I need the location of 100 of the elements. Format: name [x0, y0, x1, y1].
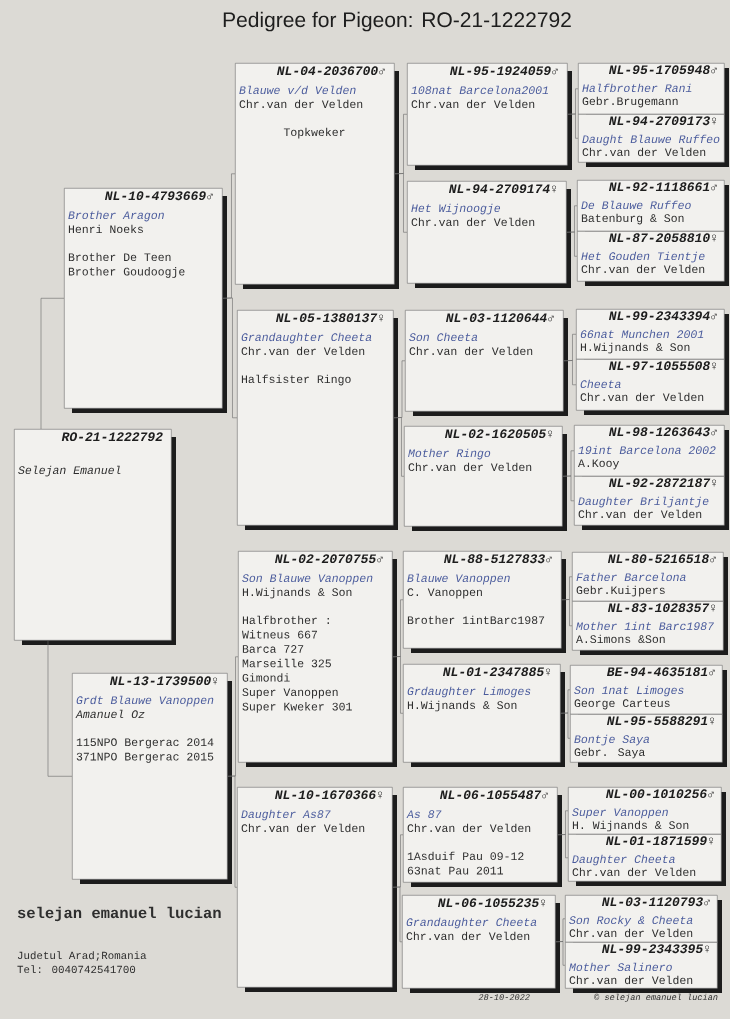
ring-number: NL-94-2709174♀	[448, 184, 556, 194]
ring-number: NL-95-5588291♀	[606, 716, 714, 726]
breeder-name: H.Wijnands & Son	[242, 587, 352, 599]
ring-number: NL-02-2070755♂	[274, 554, 383, 564]
ring-number: RO-21-1222792	[61, 432, 163, 442]
ring-number: NL-95-1705948♂	[608, 65, 717, 75]
note-text: Brother De Teen	[68, 252, 171, 262]
pigeon-name: 19int Barcelona 2002	[578, 445, 716, 455]
breeder-name: Gebr.Brugemann	[582, 96, 678, 108]
pigeon-name: Daught Blauwe Ruffeo	[582, 134, 720, 146]
pedigree-card	[568, 834, 726, 886]
ring-number: NL-94-2709173♀	[608, 116, 716, 126]
pedigree-card	[407, 63, 572, 170]
pedigree-card	[574, 476, 729, 530]
note-text: Topkweker	[283, 127, 345, 139]
connector-line	[227, 775, 238, 888]
ring-number: NL-92-2872187♀	[608, 478, 716, 488]
breeder-name: Chr.van der Velden	[241, 823, 365, 833]
ring-number: NL-99-2343395♀	[601, 944, 709, 954]
breeder-name: H. Wijnands & Son	[572, 820, 689, 832]
connector-line	[555, 941, 566, 966]
ring-number: NL-98-1263643♂	[608, 427, 717, 437]
note-text: 115NPO Bergerac 2014	[76, 738, 214, 749]
pedigree-card	[238, 551, 397, 767]
pigeon-name: 66nat Munchen 2001	[580, 329, 704, 339]
breeder-name: Amanuel Oz	[75, 709, 145, 719]
connector-line	[392, 886, 403, 943]
pedigree-card	[404, 426, 567, 531]
pigeon-name: Brother Aragon	[68, 210, 164, 222]
connector-line	[40, 298, 65, 430]
connector-line	[561, 599, 573, 627]
pedigree-card	[14, 429, 176, 645]
ring-number: NL-04-2036700♂	[276, 66, 385, 76]
ring-number: NL-10-4793669♂	[104, 191, 213, 201]
breeder-name: Chr.van der Velden	[582, 147, 706, 157]
pigeon-name: Son Blauwe Vanoppen	[242, 573, 373, 585]
breeder-name: Chr.van der Velden	[411, 99, 535, 109]
breeder-name: Chr.van der Velden	[408, 462, 532, 472]
pedigree-card	[64, 188, 227, 413]
pedigree-card	[403, 787, 562, 887]
ring-number: NL-87-2058810♀	[608, 233, 716, 243]
pedigree-card	[235, 63, 399, 289]
pedigree-card	[578, 114, 729, 167]
pigeon-name: Blauwe Vanoppen	[407, 573, 510, 585]
pedigree-card	[405, 310, 568, 416]
pigeon-name: De Blauwe Ruffeo	[581, 200, 691, 210]
pigeon-name: Mother Salinero	[569, 962, 672, 972]
pigeon-name: Daughter As87	[241, 809, 331, 821]
ring-number: NL-83-1028357♀	[607, 603, 715, 613]
breeder-name: Chr.van der Velden	[409, 346, 533, 356]
pigeon-name: Mother Ringo	[408, 448, 491, 460]
breeder-name: Gebr.Kuijpers	[576, 585, 665, 597]
note-text: Witneus 667	[242, 630, 317, 639]
pedigree-card	[402, 895, 560, 993]
pigeon-name: Daughter Briljantje	[578, 496, 709, 508]
pedigree-card	[407, 181, 571, 288]
note-text: Marseille 325	[242, 658, 331, 668]
pedigree-card	[237, 310, 398, 530]
ring-number: NL-10-1670366♀	[274, 790, 382, 800]
pigeon-name: Het Wijnoogje	[411, 203, 501, 215]
pigeon-name: Grdt Blauwe Vanoppen	[76, 695, 214, 707]
breeder-name: A.Kooy	[578, 459, 619, 470]
pigeon-name: Grandaughter Cheeta	[406, 917, 537, 929]
note-text: Brother Goudoogje	[68, 267, 185, 278]
pigeon-name: Bontje Saya	[574, 734, 650, 746]
pigeon-name: Grandaughter Cheeta	[241, 332, 372, 344]
note-text: Halfsister Ringo	[241, 374, 351, 386]
ring-number: NL-02-1620505♀	[444, 429, 552, 439]
ring-number: NL-03-1120644♂	[445, 313, 554, 323]
breeder-name: Chr.van der Velden	[239, 99, 363, 109]
pigeon-name: 108nat Barcelona2001	[411, 85, 548, 95]
ring-number: NL-92-1118661♂	[608, 182, 717, 192]
breeder-name: Chr.van der Velden	[241, 346, 365, 356]
breeder-name: Chr.van der Velden	[569, 975, 693, 985]
ring-number: NL-88-5127833♂	[443, 554, 552, 564]
breeder-name: Chr.van der Velden	[580, 392, 704, 402]
breeder-name: Chr.van der Velden	[411, 217, 535, 227]
breeder-name: H.Wijnands & Son	[580, 342, 690, 354]
pigeon-name: Super Vanoppen	[572, 808, 668, 819]
note-text: Barca 727	[242, 645, 304, 653]
connector-line	[394, 173, 408, 233]
pigeon-name: Halfbrother Rani	[582, 83, 692, 93]
ring-number: NL-01-2347885♀	[442, 667, 550, 677]
note-text: Brother 1intBarc1987	[407, 615, 545, 625]
breeder-name: Batenburg & Son	[581, 213, 684, 225]
connector-line	[393, 417, 405, 477]
ring-number: NL-00-1010256♂	[605, 789, 714, 799]
pigeon-name: Father Barcelona	[576, 572, 686, 582]
breeder-name: H.Wijnands & Son	[407, 700, 517, 712]
connector-line	[560, 712, 571, 739]
connector-line	[47, 640, 73, 777]
ring-number: NL-97-1055508♀	[608, 361, 716, 371]
connector-line	[222, 297, 238, 419]
breeder-name: Chr.van der Velden	[406, 931, 530, 941]
connector-line	[566, 231, 578, 257]
ring-number: NL-80-5216518♂	[607, 554, 716, 564]
ring-number: NL-99-2343394♂	[608, 311, 717, 321]
pedigree-card	[565, 942, 722, 993]
breeder-name: Chr.van der Velden	[572, 867, 696, 877]
note-text: Super Kweker 301	[242, 702, 352, 713]
